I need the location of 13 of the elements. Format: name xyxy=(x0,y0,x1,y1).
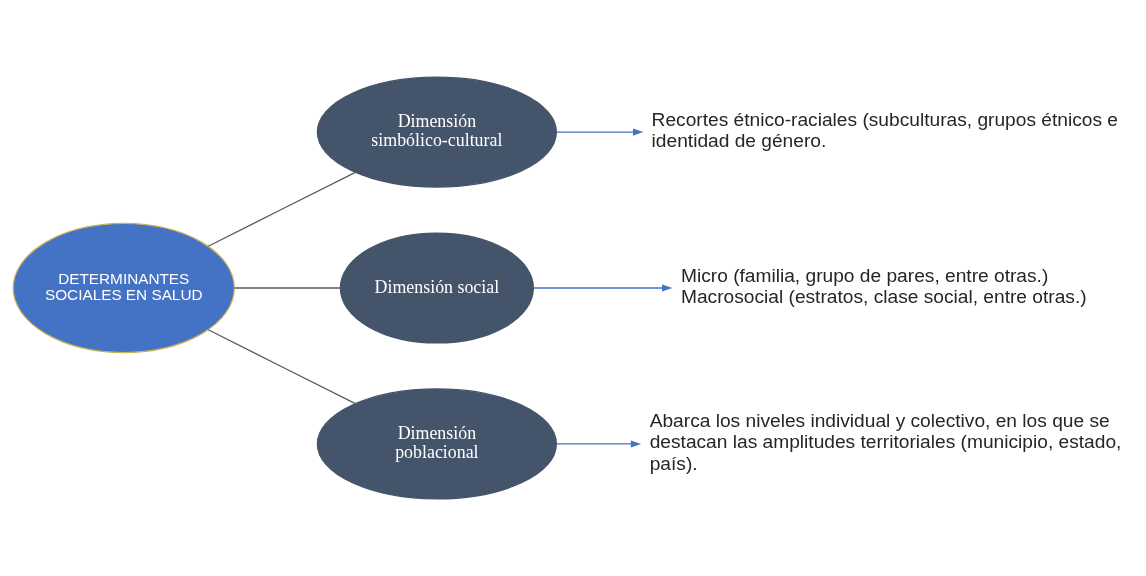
node-ellipse: DETERMINANTES SOCIALES EN SALUD xyxy=(12,222,235,354)
connector xyxy=(233,287,341,289)
node-text: Abarca los niveles individual y colectivo, en los que se destacan las amplitudes territoriales (municipio, estado, país). xyxy=(649,409,1122,475)
node-text: Recortes étnico-raciales (subculturas, grupos étnicos e identidad de género. xyxy=(651,108,1118,152)
node-ellipse: Dimensión simbólico-cultural xyxy=(316,76,557,188)
node-ellipse: Dimensión social xyxy=(339,232,534,344)
connector xyxy=(207,329,356,405)
arrow xyxy=(556,128,644,136)
connector xyxy=(207,171,356,247)
arrow xyxy=(532,284,673,292)
node-text: Micro (familia, grupo de pares, entre otras.) Macrosocial (estratos, clase social, entre otras.) xyxy=(681,264,1087,308)
arrow xyxy=(556,440,642,448)
node-ellipse: Dimensión poblacional xyxy=(316,388,557,500)
